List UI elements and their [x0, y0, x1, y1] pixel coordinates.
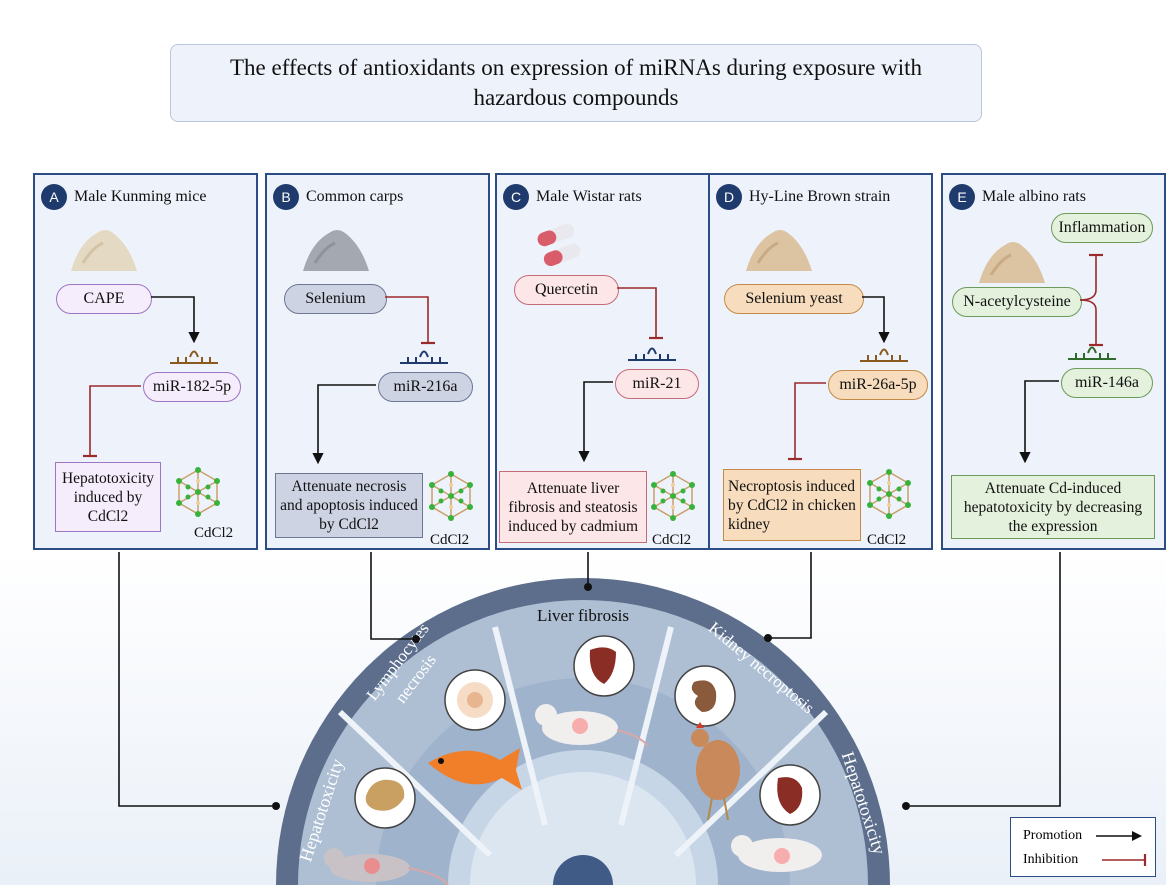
antioxidant-label: Selenium	[305, 290, 366, 307]
antioxidant-label: Quercetin	[534, 281, 599, 298]
outcome-label: Attenuate liver fibrosis and steatosis i…	[508, 479, 638, 535]
antioxidant-label: CAPE	[83, 290, 125, 307]
panel-title: Male albino rats	[982, 188, 1086, 205]
legend-inhibition: Inhibition	[1023, 852, 1150, 868]
mirna-label: miR-21	[632, 375, 682, 392]
panel-e: E Male albino rats Inflammation N-acetyl…	[941, 173, 1166, 550]
outcome-box: Necroptosis induced by CdCl2 in chicken …	[723, 469, 861, 541]
outcome-box: Attenuate necrosis and apoptosis induced…	[275, 473, 423, 538]
mirna-pill: miR-146a	[1061, 368, 1153, 398]
mouse-icon	[324, 848, 449, 885]
antioxidant-pill: N-acetylcysteine	[952, 287, 1082, 317]
compound-label: CdCl2	[652, 532, 692, 548]
outcome-box: Attenuate Cd-induced hepatotoxicity by d…	[951, 475, 1155, 539]
title-box: The effects of antioxidants on expressio…	[170, 44, 982, 122]
panel-letter: C	[503, 184, 529, 210]
legend: Promotion Inhibition	[1010, 817, 1156, 877]
capsule-icon	[537, 223, 581, 267]
panel-a: A Male Kunming mice CAPE miR-182-5p Hepa…	[33, 173, 258, 550]
antioxidant-pill: Selenium yeast	[724, 284, 864, 314]
panel-letter: D	[716, 184, 742, 210]
inhibition-bar-icon	[1102, 854, 1147, 866]
panel-letter: B	[273, 184, 299, 210]
outcome-label: Attenuate necrosis and apoptosis induced…	[280, 478, 418, 533]
lymphocyte-icon	[444, 669, 506, 731]
panel-letter: A	[41, 184, 67, 210]
antioxidant-pill: CAPE	[56, 284, 152, 314]
extra-pill: Inflammation	[1051, 213, 1153, 243]
arrow-icon	[1096, 831, 1143, 841]
cdcl2-crystal-icon	[428, 470, 474, 522]
panel-title: Male Kunming mice	[74, 188, 207, 205]
outcome-label: Necroptosis induced by CdCl2 in chicken …	[728, 477, 856, 533]
mirna-label: miR-26a-5p	[839, 376, 917, 393]
outcome-label: Attenuate Cd-induced hepatotoxicity by d…	[963, 479, 1143, 535]
kidney-icon	[674, 665, 736, 727]
cdcl2-crystal-icon	[650, 470, 696, 522]
page-title: The effects of antioxidants on expressio…	[230, 55, 922, 110]
mirna-pill: miR-216a	[378, 372, 473, 402]
panel-b: B Common carps Selenium miR-216a Attenua…	[265, 173, 490, 550]
panel-d: D Hy-Line Brown strain Selenium yeast mi…	[708, 173, 933, 550]
powder-pile-icon	[979, 242, 1045, 283]
outcome-label: Hepatotoxicity induced by CdCl2	[61, 469, 155, 525]
mirna-label: miR-182-5p	[152, 378, 232, 395]
mirna-pill: miR-21	[615, 369, 699, 399]
mirna-hairpin-icon	[628, 347, 676, 361]
rat-icon	[731, 835, 822, 872]
mirna-hairpin-icon	[1068, 346, 1116, 360]
mirna-label: miR-146a	[1075, 374, 1139, 391]
panel-title: Hy-Line Brown strain	[749, 188, 891, 205]
compound-label: CdCl2	[430, 532, 470, 548]
mirna-label: miR-216a	[393, 378, 458, 395]
mirna-hairpin-icon	[860, 348, 908, 362]
mirna-pill: miR-182-5p	[143, 372, 241, 402]
liver-icon	[759, 764, 821, 826]
panel-title: Common carps	[306, 188, 404, 205]
rat-icon	[535, 704, 649, 747]
mirna-hairpin-icon	[400, 350, 448, 364]
fish-icon	[428, 748, 522, 790]
antioxidant-pill: Quercetin	[514, 275, 619, 305]
powder-pile-icon	[303, 230, 369, 271]
antioxidant-label: Selenium yeast	[745, 290, 843, 307]
antioxidant-pill: Selenium	[284, 284, 387, 314]
legend-inhibition-label: Inhibition	[1023, 852, 1079, 867]
panel-title: Male Wistar rats	[536, 188, 642, 205]
mirna-pill: miR-26a-5p	[828, 370, 928, 400]
extra-label: Inflammation	[1058, 219, 1146, 236]
legend-promotion-label: Promotion	[1023, 828, 1083, 843]
powder-pile-icon	[746, 230, 812, 271]
liver-icon	[354, 767, 416, 829]
legend-promotion: Promotion	[1023, 828, 1144, 844]
panel-c: C Male Wistar rats Quercetin miR-21 Atte…	[495, 173, 720, 550]
cdcl2-crystal-icon	[866, 468, 912, 520]
chicken-icon	[691, 722, 740, 821]
outcome-box: Hepatotoxicity induced by CdCl2	[55, 462, 161, 532]
antioxidant-label: N-acetylcysteine	[963, 293, 1071, 310]
compound-label: CdCl2	[867, 532, 907, 548]
compound-label: CdCl2	[194, 525, 234, 541]
liver-icon	[573, 635, 635, 697]
panel-letter: E	[949, 184, 975, 210]
mirna-hairpin-icon	[170, 350, 218, 364]
cdcl2-crystal-icon	[175, 466, 221, 518]
outcome-box: Attenuate liver fibrosis and steatosis i…	[499, 471, 647, 543]
wheel-label-liver-fibrosis: Liver fibrosis	[537, 606, 629, 625]
powder-pile-icon	[71, 230, 137, 271]
